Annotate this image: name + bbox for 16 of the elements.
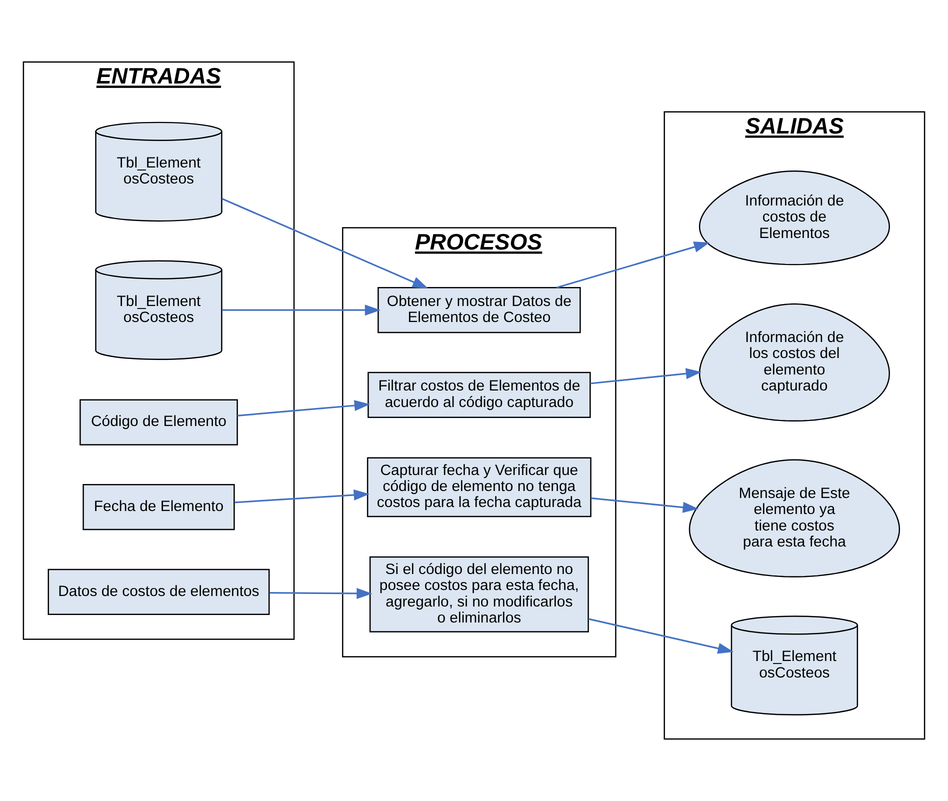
arrow: [591, 497, 699, 513]
node-box: Obtener y mostrar Datos de Elementos de Costeo: [378, 287, 581, 334]
node-box: Filtrar costos de Elementos de acuerdo al código capturado: [368, 372, 591, 418]
node-box: Fecha de Elemento: [82, 484, 235, 530]
node-box: Datos de costos de elementos: [48, 568, 270, 615]
node-box: Capturar fecha y Verificar que código de elemento no tenga costos para la fecha capturada: [366, 457, 592, 518]
node-box: Código de Elemento: [80, 399, 238, 446]
arrow: [222, 304, 381, 316]
node-box: Si el código del elemento no posee costos para esta fecha, agregarlo, si no modificarlos o eliminarlos: [369, 556, 589, 632]
arrow: [556, 242, 710, 288]
arrow: [269, 588, 372, 599]
arrow: [588, 618, 734, 654]
arrow: [222, 198, 428, 288]
arrow: [237, 400, 370, 416]
arrow: [234, 489, 370, 504]
arrow: [590, 368, 702, 384]
